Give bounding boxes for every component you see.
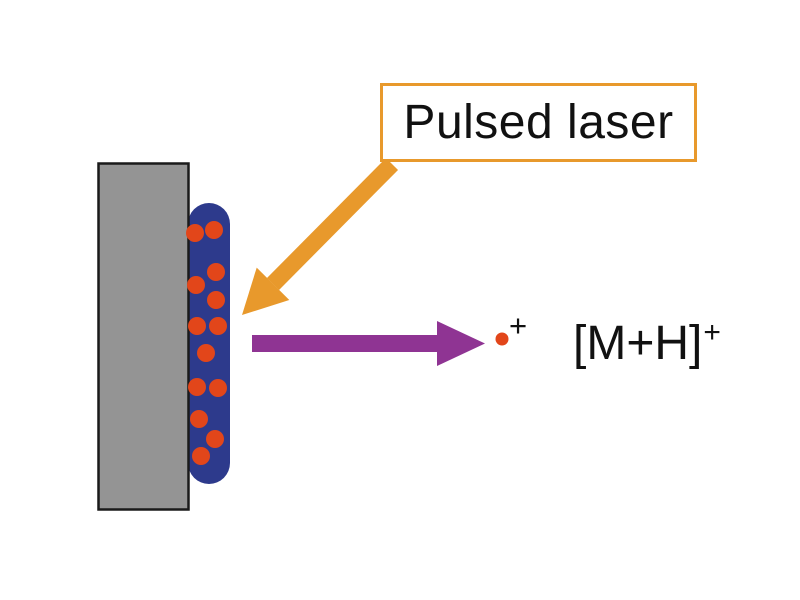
matrix-dot [209, 317, 227, 335]
ion-dot-charge-label: + [509, 308, 528, 343]
matrix-dot [207, 291, 225, 309]
ion-charge-superscript: + [703, 316, 721, 349]
ion-formula-text: [M+H] [573, 317, 703, 370]
pulsed-laser-label-box: Pulsed laser [380, 83, 697, 162]
ion-arrow [252, 321, 485, 366]
ion-dot [495, 332, 509, 346]
matrix-dot [186, 224, 204, 242]
matrix-dot [209, 379, 227, 397]
matrix-dot [188, 317, 206, 335]
matrix-dot [187, 276, 205, 294]
matrix-dot [188, 378, 206, 396]
matrix-dot [207, 263, 225, 281]
matrix-dot [190, 410, 208, 428]
pulsed-laser-label: Pulsed laser [403, 96, 674, 149]
matrix-dots-group [186, 221, 227, 465]
matrix-dot [205, 221, 223, 239]
matrix-dot [192, 447, 210, 465]
matrix-dot [197, 344, 215, 362]
protonated-molecule-label: [M+H]+ [573, 316, 721, 371]
laser-arrow [242, 158, 399, 315]
sample-plate [97, 162, 190, 511]
matrix-dot [206, 430, 224, 448]
